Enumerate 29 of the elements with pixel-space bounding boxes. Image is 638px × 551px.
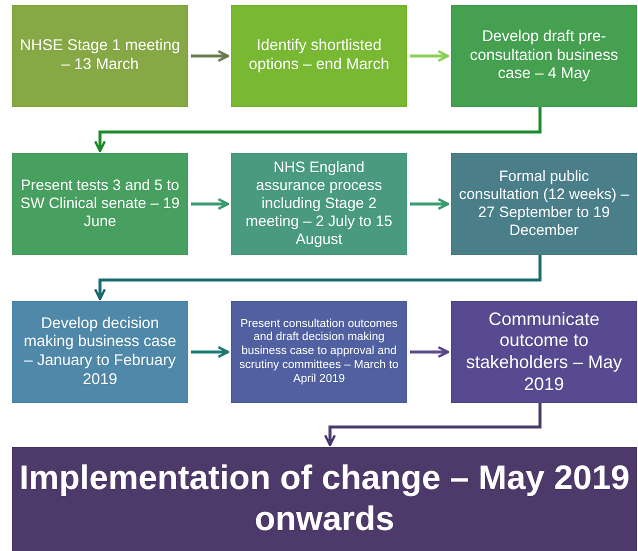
process-box	[451, 301, 637, 403]
step-text: Develop draft pre-consultation business case – 4 May	[468, 28, 620, 84]
process-box	[231, 5, 407, 107]
step-text: Formal public consultation (12 weeks) – 27 September to 19 December	[458, 168, 630, 240]
process-box	[451, 5, 637, 107]
step-text: Present tests 3 and 5 to SW Clinical senate – 19 June	[19, 177, 181, 231]
step-text: Identify shortlisted options – end March	[248, 37, 390, 75]
arrow	[410, 346, 450, 358]
arrow	[191, 198, 230, 210]
step-text: NHS England assurance process including Stage 2 meeting – 2 July to 15 August	[244, 159, 394, 249]
arrow	[191, 50, 230, 62]
step-text: Develop decision making business case – January to February 2019	[22, 314, 178, 390]
arrow	[410, 50, 450, 62]
arrow	[191, 346, 230, 358]
banner-text: Implementation of change – May 2019 onwards	[18, 458, 631, 540]
arrow	[94, 255, 542, 300]
step-text: NHSE Stage 1 meeting – 13 March	[18, 37, 182, 75]
arrow	[324, 403, 542, 446]
process-box	[12, 301, 188, 403]
process-box	[451, 153, 637, 255]
process-box	[231, 153, 407, 255]
banner-box	[12, 447, 637, 551]
arrow	[410, 198, 450, 210]
process-box	[12, 5, 188, 107]
arrow	[94, 107, 542, 152]
step-text: Communicate outcome to stakeholders – May 2019	[464, 308, 624, 396]
process-box	[12, 153, 188, 255]
process-box	[231, 301, 407, 403]
step-text: Present consultation outcomes and draft decision making business case to approval and scrutiny committees – March to April 2019	[238, 318, 400, 386]
